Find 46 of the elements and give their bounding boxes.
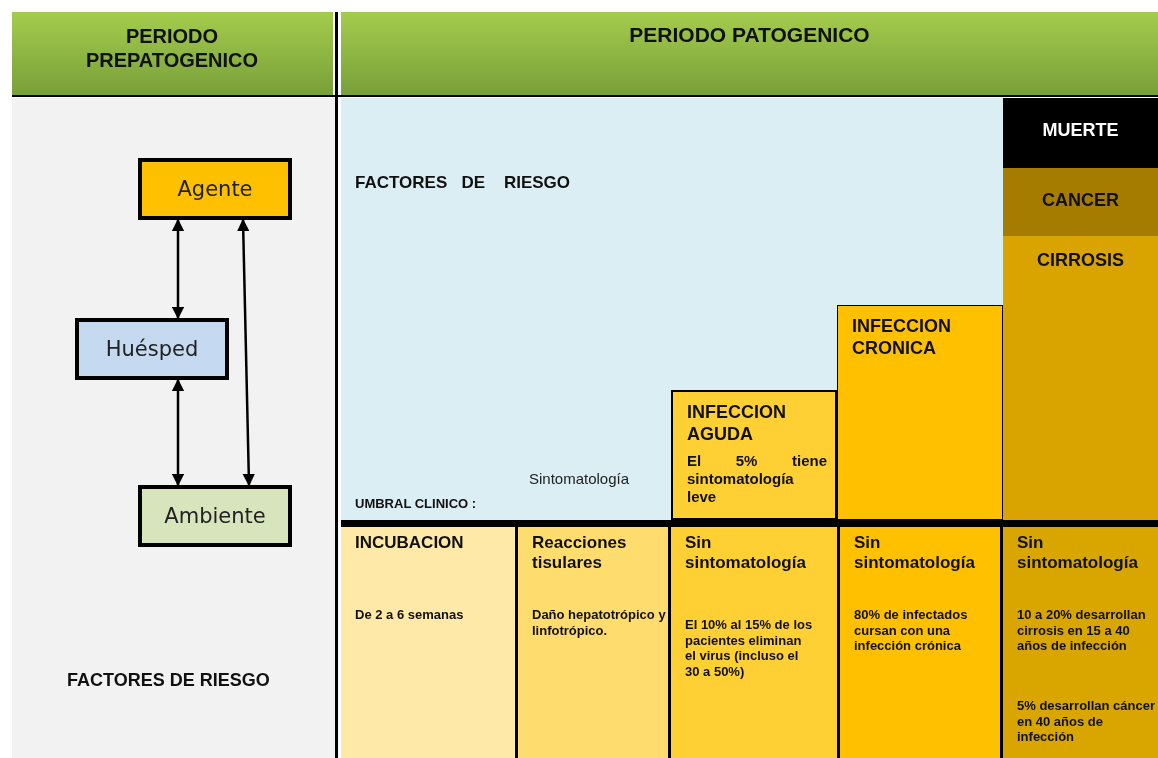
stage-title: INFECCION CRONICA (852, 316, 952, 360)
table-cell (1003, 527, 1158, 758)
cell-text: 10 a 20% desarrollan cirrosis en 15 a 40 años de infección (1017, 607, 1147, 654)
panel (12, 98, 335, 758)
table-cell (671, 527, 837, 758)
stage-box (1003, 168, 1158, 236)
stage-box (1003, 236, 1158, 520)
node-label: Huésped (104, 337, 200, 363)
cell-text: 80% de infectados cursan con una infección crónica (854, 607, 969, 654)
header-title: PERIODO PREPATOGENICO (84, 24, 260, 72)
node-label: Agente (176, 177, 254, 203)
threshold-label: UMBRAL CLINICO : (355, 496, 478, 512)
heading: Reacciones tisulares (532, 533, 628, 574)
header-band (341, 12, 1158, 95)
symptom-label: Sintomatología (529, 470, 631, 488)
heading: INCUBACION (355, 533, 465, 554)
risk-area (341, 98, 1003, 520)
host-box (75, 318, 229, 380)
environment-box (138, 485, 292, 547)
cell-text: 5% desarrollan cáncer en 40 años de infección (1017, 698, 1157, 745)
heading: Sin sintomatología (685, 533, 807, 574)
double-arrow (237, 218, 255, 487)
header-band (12, 12, 333, 95)
panel-label: FACTORES DE RIESGO (67, 670, 271, 692)
stage-title: CANCER (1041, 190, 1120, 212)
stage-title: INFECCION AGUDA (687, 402, 787, 446)
header-title: PERIODO PATOGENICO (628, 22, 871, 48)
cell-text: De 2 a 6 semanas (355, 607, 465, 623)
stage-text: El 5% tiene sintomatología leve (687, 452, 827, 506)
stage-box (671, 390, 837, 520)
double-arrow (171, 218, 185, 320)
area-title: FACTORES DE RIESGO (355, 173, 572, 194)
double-arrow (171, 378, 185, 487)
cell-text: El 10% al 15% de los pacientes eliminan el virus (incluso el 30 a 50%) (685, 617, 814, 680)
table-cell (837, 527, 1003, 758)
table-cell (515, 527, 671, 758)
stage-title: MUERTE (1041, 120, 1120, 142)
stage-title: CIRROSIS (1036, 250, 1125, 272)
heading: Sin sintomatología (854, 533, 976, 574)
stage-box (837, 305, 1003, 520)
cell-text: Daño hepatotrópico y linfotrópico. (532, 607, 667, 639)
agent-box (138, 158, 292, 220)
stage-box (1003, 98, 1158, 168)
node-label: Ambiente (163, 504, 267, 530)
table-cell (341, 527, 515, 758)
heading: Sin sintomatología (1017, 533, 1139, 574)
